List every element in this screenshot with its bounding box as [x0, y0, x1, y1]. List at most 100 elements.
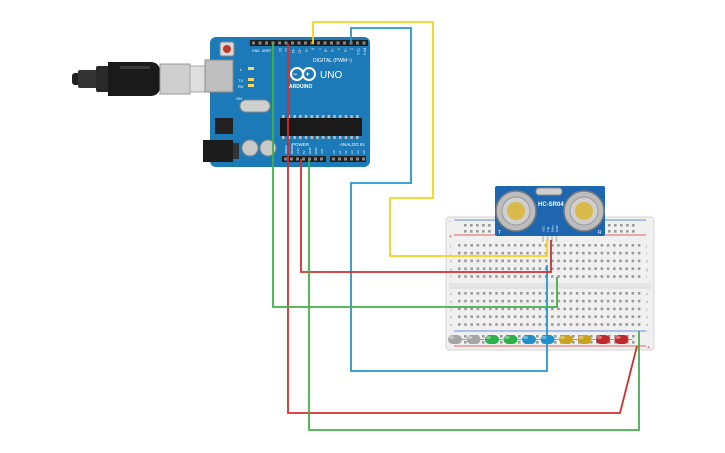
rail-hole[interactable] — [500, 341, 503, 344]
breadboard-hole[interactable] — [470, 251, 473, 255]
breadboard-hole[interactable] — [613, 275, 616, 278]
breadboard-hole[interactable] — [532, 323, 535, 326]
breadboard-hole[interactable] — [631, 323, 635, 326]
rail-hole[interactable] — [608, 341, 611, 344]
breadboard-hole[interactable] — [538, 292, 542, 295]
breadboard-hole[interactable] — [619, 299, 622, 303]
breadboard-hole[interactable] — [631, 299, 635, 303]
breadboard-hole[interactable] — [569, 292, 573, 295]
breadboard-hole[interactable] — [464, 323, 467, 326]
rail-hole[interactable] — [464, 335, 467, 338]
breadboard-hole[interactable] — [520, 244, 523, 247]
breadboard-hole[interactable] — [520, 275, 523, 278]
rail-hole[interactable] — [476, 230, 479, 233]
breadboard-hole[interactable] — [507, 323, 511, 326]
breadboard-hole[interactable] — [551, 323, 554, 326]
breadboard-hole[interactable] — [575, 292, 579, 295]
breadboard-hole[interactable] — [582, 267, 585, 270]
breadboard-hole[interactable] — [551, 315, 554, 318]
breadboard-hole[interactable] — [532, 292, 535, 295]
sensor-pin[interactable] — [542, 236, 544, 242]
breadboard-hole[interactable] — [637, 292, 641, 295]
breadboard-hole[interactable] — [489, 275, 492, 278]
breadboard-hole[interactable] — [495, 292, 498, 295]
breadboard-hole[interactable] — [532, 267, 535, 270]
rail-hole[interactable] — [590, 335, 593, 338]
breadboard-hole[interactable] — [637, 251, 641, 255]
breadboard-hole[interactable] — [613, 315, 616, 318]
rail-hole[interactable] — [626, 224, 629, 227]
breadboard-hole[interactable] — [501, 244, 504, 247]
breadboard-hole[interactable] — [513, 292, 517, 295]
breadboard-hole[interactable] — [569, 275, 573, 278]
breadboard-hole[interactable] — [526, 307, 529, 311]
breadboard-hole[interactable] — [582, 323, 585, 326]
breadboard-hole[interactable] — [482, 275, 486, 278]
breadboard-hole[interactable] — [470, 307, 473, 311]
breadboard-hole[interactable] — [619, 323, 622, 326]
breadboard-hole[interactable] — [458, 275, 461, 278]
breadboard-hole[interactable] — [613, 244, 616, 247]
breadboard-hole[interactable] — [476, 307, 480, 311]
breadboard-hole[interactable] — [563, 299, 566, 303]
breadboard-hole[interactable] — [582, 259, 585, 263]
breadboard-hole[interactable] — [600, 251, 604, 255]
breadboard-hole[interactable] — [476, 315, 480, 318]
header-hole[interactable] — [344, 157, 347, 161]
breadboard-hole[interactable] — [476, 323, 480, 326]
breadboard-hole[interactable] — [588, 244, 591, 247]
breadboard-hole[interactable] — [637, 315, 641, 318]
rail-hole[interactable] — [488, 224, 491, 227]
breadboard-hole[interactable] — [495, 307, 498, 311]
breadboard-hole[interactable] — [575, 299, 579, 303]
breadboard-hole[interactable] — [489, 244, 492, 247]
rail-hole[interactable] — [614, 224, 617, 227]
breadboard-hole[interactable] — [482, 292, 486, 295]
breadboard-hole[interactable] — [551, 259, 554, 263]
breadboard-hole[interactable] — [513, 323, 517, 326]
breadboard-hole[interactable] — [538, 275, 542, 278]
rail-hole[interactable] — [620, 230, 623, 233]
breadboard-hole[interactable] — [551, 299, 554, 303]
breadboard-hole[interactable] — [625, 315, 628, 318]
breadboard-hole[interactable] — [495, 315, 498, 318]
breadboard-hole[interactable] — [513, 299, 517, 303]
breadboard-hole[interactable] — [470, 299, 473, 303]
led[interactable] — [614, 335, 633, 344]
breadboard-hole[interactable] — [482, 244, 486, 247]
breadboard-hole[interactable] — [520, 315, 523, 318]
breadboard-hole[interactable] — [476, 259, 480, 263]
breadboard-hole[interactable] — [613, 292, 616, 295]
breadboard-hole[interactable] — [575, 315, 579, 318]
breadboard-hole[interactable] — [470, 275, 473, 278]
breadboard-hole[interactable] — [476, 244, 480, 247]
breadboard-hole[interactable] — [501, 307, 504, 311]
rail-hole[interactable] — [518, 341, 521, 344]
header-hole[interactable] — [252, 41, 255, 45]
header-hole[interactable] — [323, 41, 327, 45]
breadboard-hole[interactable] — [588, 299, 591, 303]
breadboard-hole[interactable] — [507, 275, 511, 278]
breadboard-hole[interactable] — [482, 323, 486, 326]
breadboard-hole[interactable] — [606, 259, 610, 263]
breadboard-hole[interactable] — [538, 259, 542, 263]
breadboard-hole[interactable] — [476, 267, 480, 270]
rail-hole[interactable] — [572, 341, 575, 344]
led[interactable] — [503, 335, 522, 344]
wire-red-5v-to-rail[interactable] — [287, 44, 638, 414]
breadboard-hole[interactable] — [538, 299, 542, 303]
breadboard-hole[interactable] — [619, 315, 622, 318]
breadboard-hole[interactable] — [569, 315, 573, 318]
wire-yellow-trig[interactable] — [312, 21, 548, 257]
breadboard-hole[interactable] — [631, 275, 635, 278]
breadboard-hole[interactable] — [637, 275, 641, 278]
header-hole[interactable] — [332, 157, 335, 161]
breadboard-hole[interactable] — [594, 299, 597, 303]
breadboard-hole[interactable] — [482, 307, 486, 311]
breadboard-hole[interactable] — [631, 292, 635, 295]
breadboard-hole[interactable] — [594, 292, 597, 295]
breadboard-hole[interactable] — [520, 292, 523, 295]
breadboard-hole[interactable] — [458, 307, 461, 311]
header-hole[interactable] — [362, 41, 366, 45]
breadboard-hole[interactable] — [513, 267, 517, 270]
